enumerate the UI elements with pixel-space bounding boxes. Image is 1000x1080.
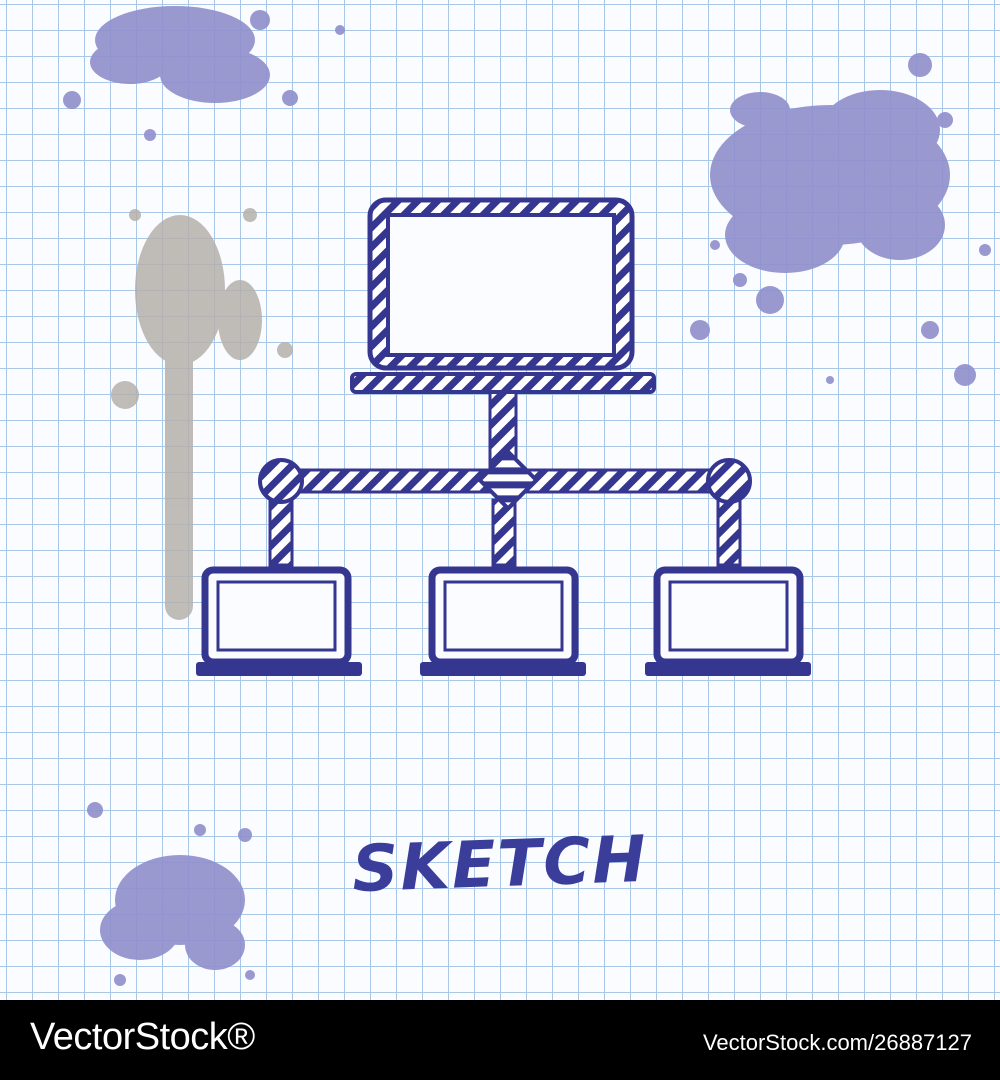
laptop-left-icon (196, 566, 362, 676)
laptop-center-icon (420, 566, 586, 676)
paint-splash-top-left (63, 6, 345, 141)
paint-splash-top-right (690, 53, 991, 386)
sketch-caption: SKETCH (351, 822, 649, 908)
network-junction-nodes (258, 448, 752, 512)
laptop-right-icon (645, 566, 811, 676)
network-hierarchy-illustration (63, 6, 991, 986)
main-laptop-icon (350, 197, 656, 394)
paint-stain-grey (111, 208, 293, 620)
paint-splash-bottom-left (87, 802, 255, 986)
image-id-text: VectorStock.com/26887127 (702, 1030, 972, 1055)
grid-paper-background: SKETCH (0, 0, 1000, 1000)
watermark-footer: VectorStock® VectorStock.com/26887127 (0, 1000, 1000, 1080)
vectorstock-logo: VectorStock® (30, 1016, 255, 1058)
